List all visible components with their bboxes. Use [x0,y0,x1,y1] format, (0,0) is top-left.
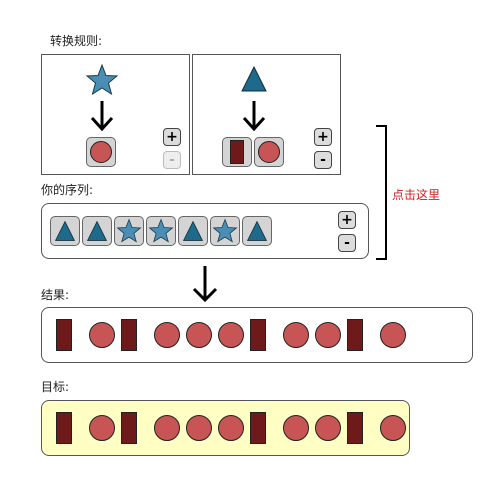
star-icon [148,218,174,243]
rule-1-panel: + - [41,54,190,175]
target-circle [218,415,244,441]
target-rectangle [250,412,266,444]
triangle-icon [54,220,76,241]
sequence-item-triangle[interactable] [82,216,112,246]
rule-1-plus-button[interactable]: + [163,128,181,146]
sequence-item-triangle[interactable] [242,216,272,246]
result-rectangle [347,319,363,351]
target-circle [380,415,406,441]
target-circle [186,415,212,441]
target-rectangle [347,412,363,444]
rule-2-output-tile-1 [222,137,252,167]
rules-label: 转换规则: [50,34,103,48]
triangle-icon [182,220,204,241]
result-rectangle [250,319,266,351]
result-rectangle [56,319,72,351]
down-arrow-icon [242,101,266,132]
triangle-icon [246,220,268,241]
result-rectangle [121,319,137,351]
result-circle [154,322,180,348]
result-circle [218,322,244,348]
target-rectangle [56,412,72,444]
result-circle [315,322,341,348]
sequence-item-triangle[interactable] [178,216,208,246]
target-circle [315,415,341,441]
rule-1-output-tile [86,137,116,167]
result-circle [283,322,309,348]
target-panel [41,400,410,456]
sequence-item-star[interactable] [146,216,176,246]
sequence-item-star[interactable] [210,216,240,246]
rule-2-panel: + - [192,54,341,175]
sequence-item-triangle[interactable] [50,216,80,246]
sequence-row [50,216,274,246]
star-icon [212,218,238,243]
result-circle [380,322,406,348]
target-circle [283,415,309,441]
target-circle [89,415,115,441]
sequence-plus-button[interactable]: + [338,211,356,229]
sequence-minus-button[interactable]: - [338,234,356,252]
rule-2-plus-button[interactable]: + [314,128,332,146]
target-row [56,412,412,444]
down-arrow-icon [192,266,218,303]
target-circle [154,415,180,441]
result-circle [89,322,115,348]
down-arrow-icon [90,101,114,132]
rule-2-minus-button[interactable]: - [314,151,332,169]
triangle-icon [86,220,108,241]
result-circle [186,322,212,348]
star-icon [85,63,119,96]
result-label: 结果: [41,288,70,302]
result-row [56,319,412,351]
star-icon [116,218,142,243]
rule-2-output-tile-2 [254,137,284,167]
circle-icon [90,141,112,163]
rule-1-minus-button[interactable]: - [163,151,181,169]
sequence-label: 你的序列: [41,183,94,197]
result-panel [41,307,473,363]
target-rectangle [121,412,137,444]
triangle-icon [241,65,267,92]
sequence-item-star[interactable] [114,216,144,246]
circle-icon [258,141,280,163]
target-label: 目标: [41,380,70,394]
click-here-link[interactable]: 点击这里 [392,188,441,202]
rectangle-icon [230,140,244,164]
bracket-icon [376,125,387,260]
sequence-panel: + - [41,203,369,259]
